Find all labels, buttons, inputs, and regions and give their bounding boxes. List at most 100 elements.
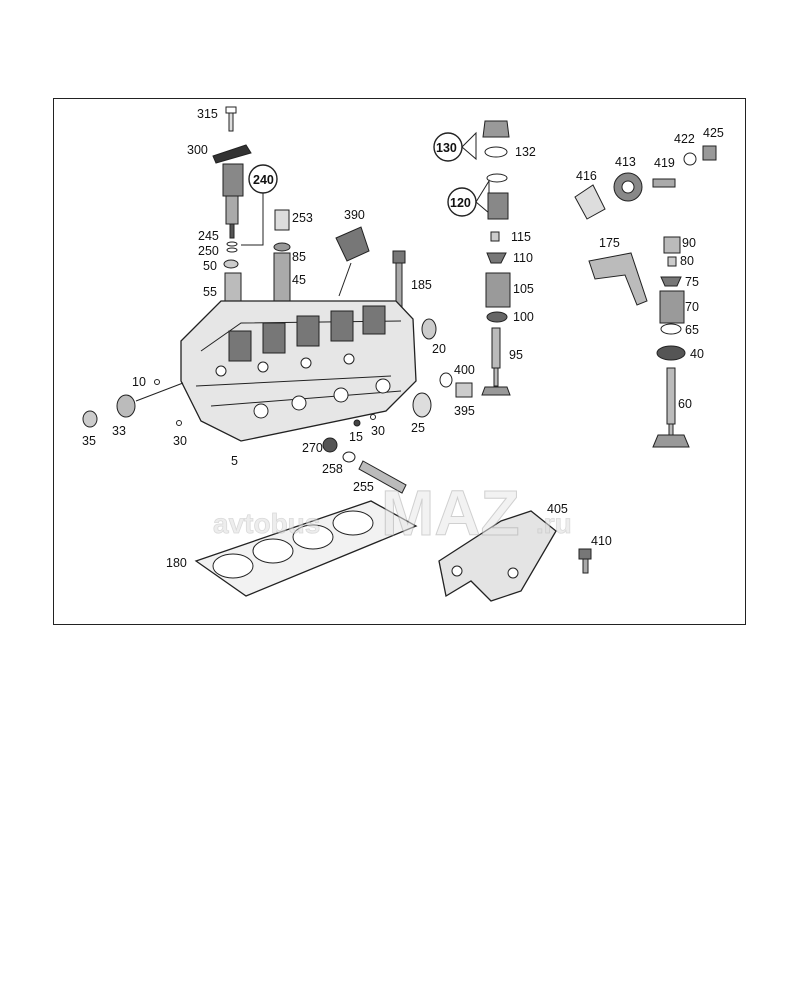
- part-retainer-110: [486, 252, 507, 264]
- part-clamp-300: [212, 144, 252, 164]
- label-250: 250: [198, 244, 219, 258]
- part-plug-20: [421, 318, 437, 340]
- part-washer-422: [683, 152, 697, 166]
- label-120: 120: [450, 196, 471, 210]
- label-95: 95: [509, 348, 523, 362]
- label-258: 258: [322, 462, 343, 476]
- part-plug-35: [82, 410, 98, 428]
- label-5: 5: [231, 454, 238, 468]
- part-plate-390: [335, 226, 370, 262]
- part-ball-15: [353, 419, 361, 427]
- part-rocker-175: [588, 252, 648, 306]
- label-270: 270: [302, 441, 323, 455]
- part-fitting-395: [455, 382, 473, 398]
- label-25: 25: [411, 421, 425, 435]
- label-253: 253: [292, 211, 313, 225]
- label-405: 405: [547, 502, 568, 516]
- diagram-frame: 315 300 240 245 250 50 55 253 85 45 390 …: [53, 98, 746, 625]
- label-70: 70: [685, 300, 699, 314]
- part-ring-50: [223, 259, 239, 269]
- label-33: 33: [112, 424, 126, 438]
- label-90: 90: [682, 236, 696, 250]
- part-pin-30a: [176, 420, 182, 426]
- part-cap-130: [482, 120, 510, 138]
- part-plug-425: [702, 145, 717, 161]
- part-ring-120a: [486, 173, 508, 183]
- part-injector-240: [222, 163, 244, 239]
- part-washer-258: [342, 451, 356, 463]
- label-422: 422: [674, 132, 695, 146]
- watermark-brand: MAZ: [381, 477, 520, 549]
- part-spring-105: [485, 272, 511, 308]
- label-60: 60: [678, 397, 692, 411]
- label-185: 185: [411, 278, 432, 292]
- label-40: 40: [690, 347, 704, 361]
- watermark: avtobus MAZ .ru: [213, 477, 573, 550]
- part-pin-10: [154, 379, 160, 385]
- part-valve-60: [652, 367, 690, 448]
- label-315: 315: [197, 107, 218, 121]
- exploded-parts-diagram: 315 300 240 245 250 50 55 253 85 45 390 …: [82, 106, 724, 602]
- label-105: 105: [513, 282, 534, 296]
- part-washer-65: [660, 323, 682, 335]
- label-100: 100: [513, 310, 534, 324]
- label-30-right: 30: [371, 424, 385, 438]
- part-seal-132: [484, 146, 508, 158]
- label-80: 80: [680, 254, 694, 268]
- part-bracket-405: [438, 510, 557, 602]
- part-bolt-419: [652, 178, 676, 188]
- label-10: 10: [132, 375, 146, 389]
- label-416: 416: [576, 169, 597, 183]
- watermark-left: avtobus: [213, 508, 320, 539]
- label-132: 132: [515, 145, 536, 159]
- label-390: 390: [344, 208, 365, 222]
- part-guide-45: [273, 252, 291, 302]
- part-plug-33: [116, 394, 136, 418]
- label-419: 419: [654, 156, 675, 170]
- label-85: 85: [292, 250, 306, 264]
- part-seal-85: [273, 242, 291, 252]
- part-seat-40: [656, 345, 686, 361]
- part-washer-400: [439, 372, 453, 388]
- label-50: 50: [203, 259, 217, 273]
- part-nut-270: [322, 437, 338, 453]
- label-400: 400: [454, 363, 475, 377]
- label-300: 300: [187, 143, 208, 157]
- part-retainer-75: [660, 276, 682, 287]
- label-115: 115: [511, 230, 531, 244]
- label-395: 395: [454, 404, 475, 418]
- part-plug-25: [412, 392, 432, 418]
- part-bolt-410: [578, 548, 592, 574]
- part-gasket-416: [574, 184, 606, 220]
- part-bolt-315: [225, 106, 237, 132]
- label-425: 425: [703, 126, 724, 140]
- label-45: 45: [292, 273, 306, 287]
- part-housing-413: [613, 172, 643, 202]
- label-130: 130: [436, 141, 457, 155]
- part-washer-245: [226, 241, 238, 247]
- label-255: 255: [353, 480, 374, 494]
- label-20: 20: [432, 342, 446, 356]
- label-75: 75: [685, 275, 699, 289]
- part-stem-seal-120: [487, 192, 509, 220]
- label-15: 15: [349, 430, 363, 444]
- label-30-left: 30: [173, 434, 187, 448]
- label-65: 65: [685, 323, 699, 337]
- part-cylinder-head-5: [180, 300, 417, 442]
- label-410: 410: [591, 534, 612, 548]
- label-245: 245: [198, 229, 219, 243]
- label-110: 110: [513, 251, 533, 265]
- label-240: 240: [253, 173, 274, 187]
- part-pin-30b: [370, 414, 376, 420]
- part-key-80: [667, 256, 677, 267]
- part-bolt-185: [392, 250, 406, 316]
- part-valve-95: [481, 327, 511, 396]
- watermark-right: .ru: [536, 508, 572, 539]
- label-55: 55: [203, 285, 217, 299]
- part-spring-70: [659, 290, 685, 324]
- part-cap-90: [663, 236, 681, 254]
- part-washer-250: [226, 247, 238, 253]
- label-180: 180: [166, 556, 187, 570]
- part-key-115: [490, 231, 500, 242]
- label-35: 35: [82, 434, 96, 448]
